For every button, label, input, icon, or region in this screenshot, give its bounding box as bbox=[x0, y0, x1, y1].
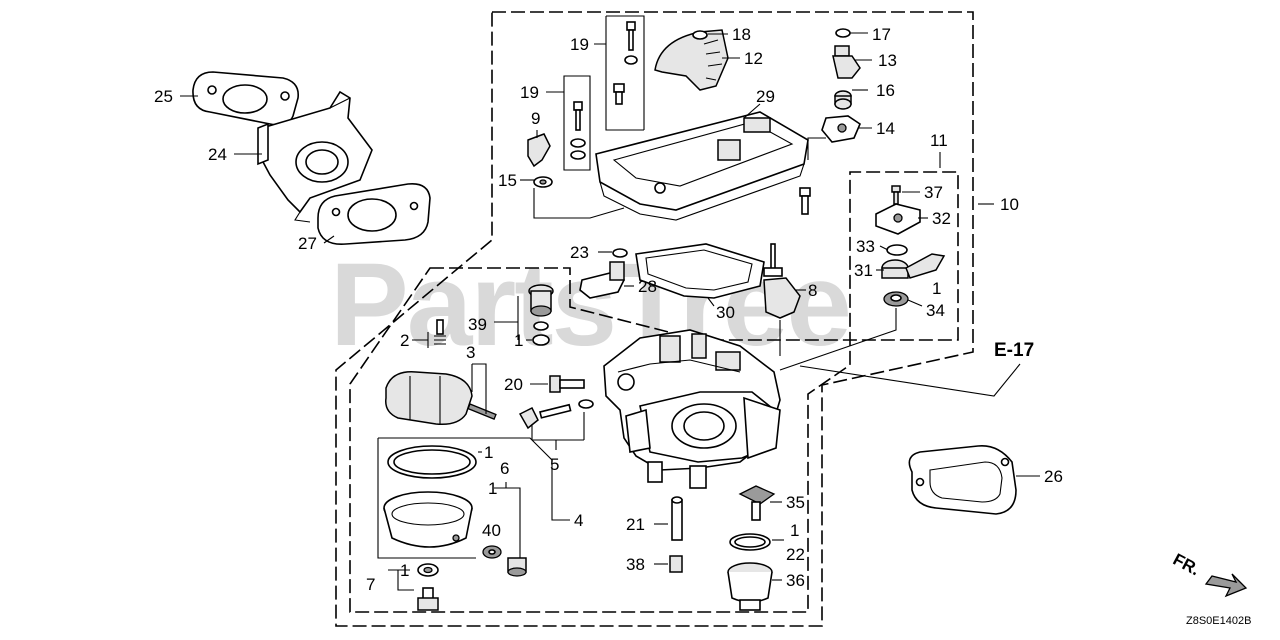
callout-34: 34 bbox=[926, 301, 945, 320]
callout-16: 16 bbox=[876, 81, 895, 100]
callout-11: 11 bbox=[930, 131, 948, 150]
callout-12: 12 bbox=[744, 49, 763, 68]
callout-10: 10 bbox=[1000, 195, 1019, 214]
part-39-jet bbox=[528, 284, 554, 331]
callout-3: 3 bbox=[466, 343, 475, 362]
part-35-valve bbox=[738, 485, 776, 521]
part-7-bolt bbox=[417, 587, 439, 611]
callout-6: 6 bbox=[500, 459, 509, 478]
part-26-carburetor-gasket bbox=[908, 445, 1017, 515]
callout-2: 2 bbox=[400, 331, 409, 350]
part-31-lever-assembly bbox=[881, 253, 946, 279]
callout-25: 25 bbox=[154, 87, 173, 106]
callout-36: 36 bbox=[786, 571, 805, 590]
callout-13: 13 bbox=[878, 51, 897, 70]
part-16-nut bbox=[834, 90, 852, 110]
callout-39: 39 bbox=[468, 315, 487, 334]
inner-assembly-frame bbox=[349, 171, 959, 613]
part-17-washer bbox=[835, 28, 851, 38]
callout-1-jet: 1 bbox=[514, 331, 523, 350]
part-22-o-ring bbox=[729, 533, 771, 551]
part-23-washer bbox=[612, 248, 628, 258]
callout-15: 15 bbox=[498, 171, 517, 190]
part-8-float-needle bbox=[763, 243, 801, 319]
callout-21: 21 bbox=[626, 515, 645, 534]
part-24-carburetor-insulator bbox=[257, 90, 373, 223]
part-25-insulator-gasket bbox=[192, 71, 300, 126]
front-label: FR. bbox=[1170, 550, 1203, 580]
callout-38: 38 bbox=[626, 555, 645, 574]
part-30-float-chamber-gasket bbox=[635, 243, 765, 299]
callout-31: 31 bbox=[854, 261, 873, 280]
callout-30: 30 bbox=[716, 303, 735, 322]
reference-label-e17: E-17 bbox=[994, 340, 1034, 361]
part-18-washer bbox=[692, 30, 708, 40]
part-1-o-ring-a bbox=[532, 334, 550, 346]
callout-32: 32 bbox=[932, 209, 951, 228]
part-37-screw bbox=[891, 185, 901, 205]
part-12-throttle-sector bbox=[654, 29, 729, 91]
part-29-carburetor-upper-body bbox=[595, 111, 809, 221]
part-14-lever-bracket bbox=[821, 115, 861, 143]
part-1-float-chamber-gasket bbox=[387, 445, 477, 479]
part-2-needle-valve bbox=[434, 319, 446, 345]
part-40-washer bbox=[482, 545, 502, 559]
part-9-lever-clip bbox=[527, 133, 551, 168]
part-27-carburetor-gasket bbox=[317, 182, 431, 245]
callout-5: 5 bbox=[550, 455, 559, 474]
part-20-throttle-stop-screw bbox=[549, 375, 585, 393]
part-32-diaphragm-cover bbox=[875, 203, 921, 235]
part-33-washer bbox=[886, 244, 908, 256]
part-6-drain-screw bbox=[507, 557, 527, 577]
callout-1-gasket: 1 bbox=[484, 443, 493, 462]
callout-28: 28 bbox=[638, 277, 657, 296]
part-3-float bbox=[385, 371, 497, 426]
callout-1-oring: 1 bbox=[790, 521, 799, 540]
part-15-washer bbox=[533, 176, 553, 188]
part-13-choke-lever bbox=[832, 45, 861, 79]
callout-7: 7 bbox=[366, 575, 375, 594]
callout-29: 29 bbox=[756, 87, 775, 106]
part-19-screw-group-upper bbox=[613, 21, 638, 105]
callout-26: 26 bbox=[1044, 467, 1063, 486]
part-21-main-jet bbox=[671, 496, 683, 541]
outer-assembly-frame bbox=[335, 11, 974, 627]
front-direction-arrow bbox=[1204, 573, 1248, 598]
callout-24: 24 bbox=[208, 145, 227, 164]
part-screw-body bbox=[799, 187, 811, 215]
callout-1-drain: 1 bbox=[488, 479, 497, 498]
callout-37: 37 bbox=[924, 183, 943, 202]
callout-17: 17 bbox=[872, 25, 891, 44]
callout-19-upper: 19 bbox=[570, 35, 589, 54]
part-1-washer-bolt bbox=[417, 563, 439, 577]
callout-20: 20 bbox=[504, 375, 523, 394]
callout-8: 8 bbox=[808, 281, 817, 300]
carburetor-main-body bbox=[603, 329, 781, 489]
part-34-seal bbox=[883, 291, 909, 307]
part-4-float-chamber bbox=[383, 491, 473, 548]
callout-1-bolt: 1 bbox=[400, 561, 409, 580]
callout-33: 33 bbox=[856, 237, 875, 256]
callout-35: 35 bbox=[786, 493, 805, 512]
part-28-bracket bbox=[579, 261, 626, 299]
callout-40: 40 bbox=[482, 521, 501, 540]
callout-1-seal: 1 bbox=[932, 279, 941, 298]
callout-27: 27 bbox=[298, 234, 317, 253]
callout-22: 22 bbox=[786, 545, 805, 564]
callout-4: 4 bbox=[574, 511, 583, 530]
callout-labels: 25 24 27 26 19 18 12 19 9 15 29 17 13 16… bbox=[154, 25, 1251, 627]
part-19-screw-group-lower bbox=[570, 101, 586, 160]
part-5-pilot-screw-set bbox=[518, 399, 594, 430]
callout-14: 14 bbox=[876, 119, 895, 138]
part-38-jet bbox=[669, 555, 683, 573]
diagram-code: Z8S0E1402B bbox=[1186, 615, 1251, 627]
callout-18: 18 bbox=[732, 25, 751, 44]
callout-23: 23 bbox=[570, 243, 589, 262]
part-36-cup bbox=[727, 562, 773, 611]
callout-9: 9 bbox=[531, 109, 540, 128]
leader-lines bbox=[180, 15, 1040, 591]
callout-19-lower: 19 bbox=[520, 83, 539, 102]
